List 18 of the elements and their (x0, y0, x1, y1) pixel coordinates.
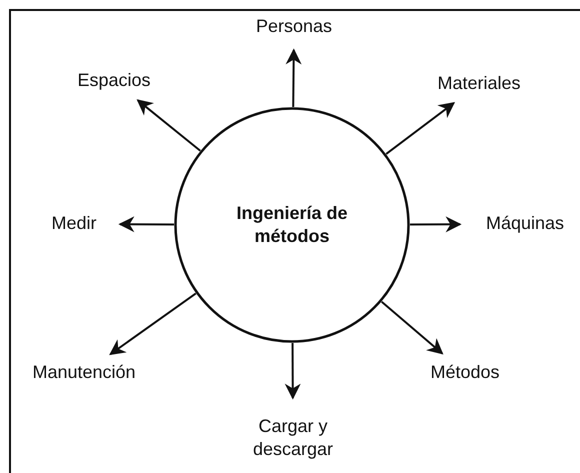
topic-label: Manutención (32, 361, 136, 384)
topic-label: Cargar y descargar (252, 414, 334, 461)
arrow (410, 216, 462, 232)
arrow (284, 343, 301, 400)
arrow (118, 216, 174, 232)
arrow (286, 48, 302, 108)
topic-label: Máquinas (486, 212, 564, 236)
topic-label: Materiales (437, 72, 521, 96)
arrow (109, 292, 196, 356)
circle-title: Ingeniería de métodos (236, 202, 348, 248)
topic-label: Personas (256, 15, 332, 38)
topic-label: Espacios (77, 69, 151, 92)
circle-node (174, 107, 410, 343)
arrow (136, 99, 201, 152)
arrow (386, 102, 456, 155)
arrow (381, 300, 444, 355)
topic-label: Medir (51, 212, 96, 236)
topic-label: Métodos (430, 361, 500, 384)
